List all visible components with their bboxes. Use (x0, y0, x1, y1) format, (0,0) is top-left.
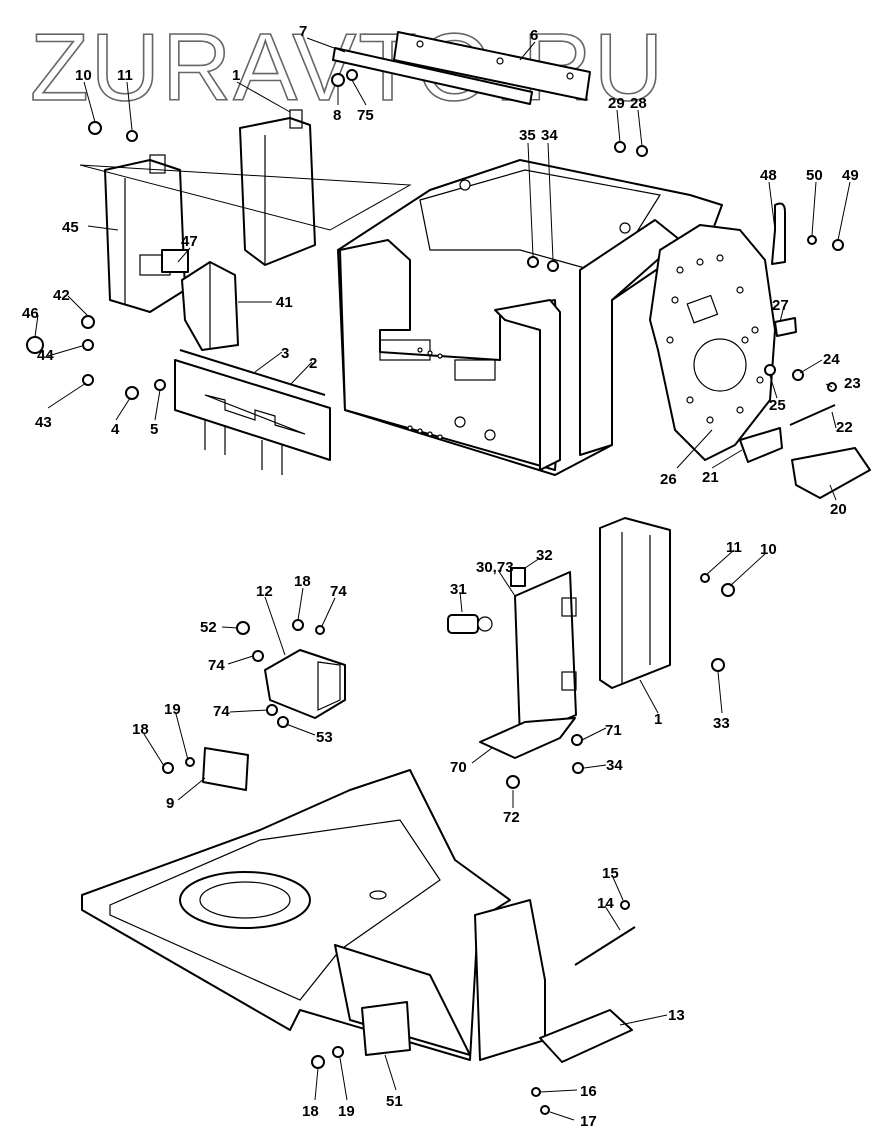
callout-30-73: 30,73 (476, 559, 514, 576)
callout-17: 17 (580, 1113, 597, 1130)
callout-5: 5 (150, 421, 158, 438)
callout-16: 16 (580, 1083, 597, 1100)
upright-bracket-part-1-right (599, 517, 671, 689)
rubber-strip-part-3 (179, 349, 326, 396)
leader-lines (34, 37, 851, 1121)
callout-6: 6 (530, 27, 538, 44)
callout-74-low: 74 (213, 703, 230, 720)
callout-31: 31 (450, 581, 467, 598)
upright-bracket-part-1-top (239, 109, 316, 266)
pin-part-22 (789, 404, 836, 426)
callout-24: 24 (823, 351, 840, 368)
callout-32: 32 (536, 547, 553, 564)
callout-27: 27 (772, 297, 789, 314)
main-base-frame (337, 159, 723, 476)
callout-22: 22 (836, 419, 853, 436)
latch-part-27 (774, 317, 797, 337)
callout-12: 12 (256, 583, 273, 600)
step-part-13 (539, 1009, 633, 1063)
clip-part-47 (161, 249, 189, 273)
callout-7: 7 (299, 23, 307, 40)
callout-15: 15 (602, 865, 619, 882)
callout-53: 53 (316, 729, 333, 746)
callout-19-left: 19 (164, 701, 181, 718)
callout-18-left: 18 (132, 721, 149, 738)
callout-18-top: 18 (294, 573, 311, 590)
callout-42: 42 (53, 287, 70, 304)
side-plate-part-26 (649, 224, 776, 461)
callout-72: 72 (503, 809, 520, 826)
plate-part-51 (361, 1001, 411, 1056)
callout-2: 2 (309, 355, 317, 372)
callout-50: 50 (806, 167, 823, 184)
lock-part-31 (447, 614, 493, 634)
callout-11-right: 11 (726, 539, 742, 556)
bracket-part-21 (739, 427, 783, 463)
callout-8: 8 (333, 107, 341, 124)
callout-44: 44 (37, 347, 54, 364)
callout-1: 1 (232, 67, 240, 84)
callout-74-top: 74 (330, 583, 347, 600)
upright-bracket-part-45 (104, 154, 186, 313)
callout-10-right: 10 (760, 541, 777, 558)
callout-33: 33 (713, 715, 730, 732)
hinge-part-32 (510, 567, 526, 587)
pedal-part-20 (791, 447, 871, 499)
callout-3: 3 (281, 345, 289, 362)
callout-25: 25 (769, 397, 786, 414)
callout-23: 23 (844, 375, 861, 392)
callout-46: 46 (22, 305, 39, 322)
callout-26: 26 (660, 471, 677, 488)
callout-29: 29 (608, 95, 625, 112)
callout-13: 13 (668, 1007, 685, 1024)
callout-labels: 7 6 10 11 1 8 75 29 28 35 34 48 50 49 45… (22, 23, 861, 1130)
callout-43: 43 (35, 414, 52, 431)
rod-part-14 (574, 926, 636, 966)
callout-9: 9 (166, 795, 174, 812)
floor-plate-part-70 (479, 717, 576, 759)
callout-11: 11 (117, 67, 133, 84)
strip-part-7 (332, 47, 533, 105)
callout-35: 35 (519, 127, 536, 144)
cab-floor-assembly (81, 769, 546, 1061)
callout-75: 75 (357, 107, 374, 124)
callout-4: 4 (111, 421, 120, 438)
callout-41: 41 (276, 294, 293, 311)
callout-14: 14 (597, 895, 614, 912)
callout-21: 21 (702, 469, 719, 486)
callout-10: 10 (75, 67, 92, 84)
callout-20: 20 (830, 501, 847, 518)
callout-45: 45 (62, 219, 79, 236)
bracket-part-12 (264, 649, 346, 719)
callout-47: 47 (181, 233, 198, 250)
callout-34: 34 (541, 127, 558, 144)
callout-74-mid: 74 (208, 657, 225, 674)
callout-34-low: 34 (606, 757, 623, 774)
front-guard-panel-part-2 (174, 359, 331, 475)
callout-51: 51 (386, 1093, 403, 1110)
callout-18-bottom: 18 (302, 1103, 319, 1120)
callout-49: 49 (842, 167, 859, 184)
callout-52: 52 (200, 619, 217, 636)
callout-28: 28 (630, 95, 647, 112)
callout-71: 71 (605, 722, 622, 739)
door-panel-part-30-73 (514, 571, 577, 739)
corner-guard-part-41 (181, 261, 239, 351)
callout-48: 48 (760, 167, 777, 184)
handle-part-48 (771, 202, 786, 265)
strip-part-6 (393, 31, 591, 101)
callout-1-right: 1 (654, 711, 662, 728)
callout-19-bottom: 19 (338, 1103, 355, 1120)
cover-plate-part-9 (202, 747, 249, 791)
callout-70: 70 (450, 759, 467, 776)
